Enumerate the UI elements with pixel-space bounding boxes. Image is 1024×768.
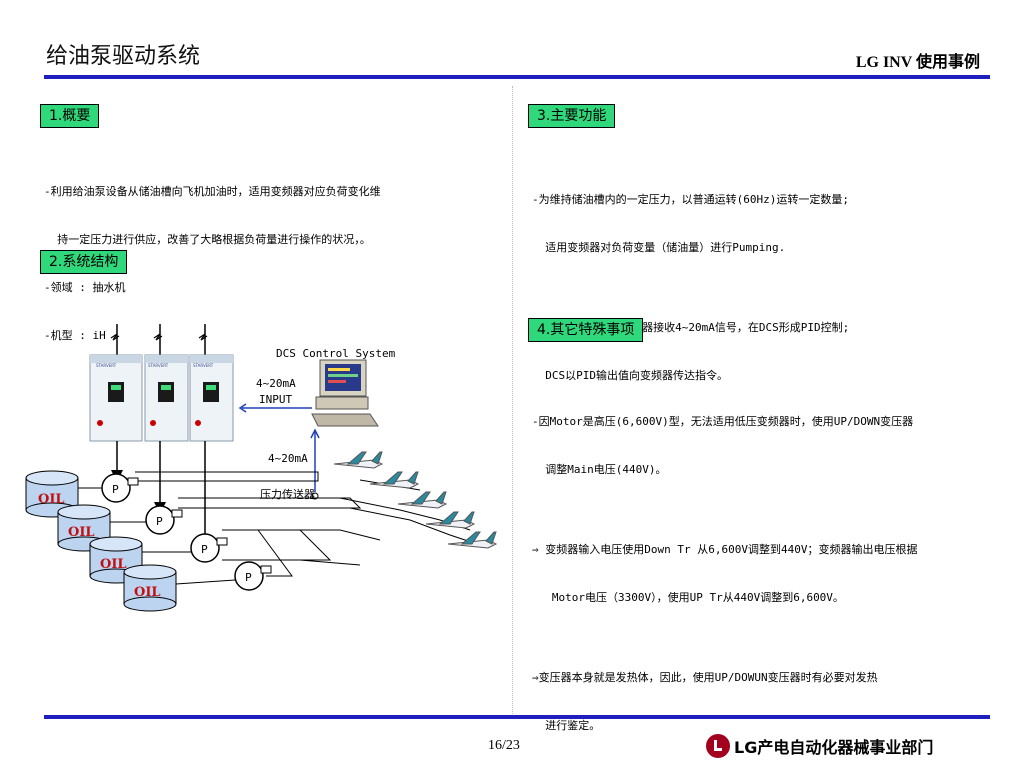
power-supply-lines	[110, 324, 208, 355]
airplane-icon	[397, 491, 448, 509]
pressure-sensor-icon	[311, 492, 319, 500]
page-title: 给油泵驱动系统	[46, 44, 201, 69]
section-1-body: -利用给油泵设备从储油槽向飞机加油时，适用变频器对应负荷变化维 持一定压力进行供…	[44, 152, 381, 360]
pump-2: P	[145, 505, 183, 535]
pump-4: P	[234, 561, 272, 591]
input-label-1: 4~20mA	[256, 377, 296, 390]
airplane-icon	[425, 511, 476, 529]
lg-logo-icon	[706, 734, 730, 758]
column-divider	[512, 86, 513, 714]
inverter-output-lines	[111, 441, 206, 540]
arrow-head	[238, 403, 247, 413]
sensor-label: 压力传送器	[260, 487, 315, 501]
brand-header: LG INV 使用事例	[855, 54, 980, 71]
section-3-line: DCS以PID输出值向变频器传达指令。	[532, 369, 728, 382]
pipeline	[135, 471, 481, 577]
department-label: LG产电自动化器械事业部门	[706, 734, 933, 758]
section-3-line: -为维持储油槽内的一定压力，以普通运转(60Hz)运转一定数量;	[532, 193, 849, 206]
pump-label: P	[112, 483, 119, 496]
section-3-line: 适用变频器对负荷变量（储油量）进行Pumping.	[532, 241, 786, 254]
section-4-line: 进行鉴定。	[532, 719, 601, 732]
pumps: P P P P	[101, 473, 272, 591]
oil-label: OIL	[100, 557, 127, 572]
section-1-line: -领域 : 抽水机	[44, 281, 126, 294]
input-label-2: INPUT	[259, 393, 292, 406]
section-3-body: -为维持储油槽内的一定压力，以普通运转(60Hz)运转一定数量; 适用变频器对负…	[532, 160, 849, 400]
dcs-computer	[311, 359, 379, 427]
oil-label: OIL	[68, 525, 95, 540]
inverter-1	[89, 354, 143, 442]
bottom-rule	[44, 715, 990, 719]
section-4-line: Motor电压（3300V），使用UP Tr从440V调整到6,600V。	[532, 591, 844, 604]
dcs-label: DCS Control System	[276, 347, 396, 360]
section-3-heading: 3.主要功能	[528, 104, 616, 128]
airplane-icon	[447, 531, 498, 549]
section-1-heading: 1.概要	[40, 104, 100, 128]
section-1-line: -机型 : iH	[44, 329, 106, 342]
arrow-head	[310, 428, 320, 439]
section-4-heading: 4.其它特殊事项	[528, 318, 644, 342]
inverter-3	[189, 354, 234, 442]
section-4-line: ⇒ 变频器输入电压使用Down Tr 从6,600V调整到440V；变频器输出电…	[532, 543, 918, 556]
tank-pump-connectors	[78, 487, 236, 585]
section-4-line: -因Motor是高压(6,600V)型，无法适用低压变频器时，使用UP/DOWN…	[532, 415, 914, 428]
inverter-brand: STARVERT	[96, 363, 117, 368]
department-text: LG产电自动化器械事业部门	[734, 738, 934, 757]
pump-label: P	[156, 515, 163, 528]
pump-3: P	[190, 533, 228, 563]
inverter-2	[144, 354, 189, 442]
section-4-line: ⇒变压器本身就是发热体，因此，使用UP/DOWUN变压器时有必要对发热	[532, 671, 878, 684]
section-2-heading: 2.系统结构	[40, 250, 128, 274]
oil-tank-4: OIL	[123, 564, 177, 612]
pump-1: P	[101, 473, 139, 503]
section-4-line: 调整Main电压(440V)。	[532, 463, 667, 476]
section-1-line: -利用给油泵设备从储油槽向飞机加油时，适用变频器对应负荷变化维	[44, 185, 381, 198]
airplane-icon	[369, 471, 420, 489]
pump-label: P	[201, 543, 208, 556]
inverter-brand: STARVERT	[193, 363, 214, 368]
system-diagram: STARVERT STARVERT STARVERT DCS Control S…	[25, 324, 498, 612]
section-4-body: -因Motor是高压(6,600V)型，无法适用低压变频器时，使用UP/DOWN…	[532, 382, 917, 750]
top-rule	[44, 75, 990, 79]
pump-label: P	[245, 571, 252, 584]
page-number: 16/23	[488, 738, 520, 753]
oil-label: OIL	[38, 492, 65, 507]
oil-tanks: OIL OIL OIL OIL	[25, 470, 177, 612]
airplane-icon	[333, 451, 384, 469]
section-1-line: 持一定压力进行供应，改善了大略根据负荷量进行操作的状况，。	[44, 233, 371, 246]
ma-label: 4~20mA	[268, 452, 308, 465]
oil-label: OIL	[134, 585, 161, 600]
airplanes	[333, 451, 498, 549]
inverter-units: STARVERT STARVERT STARVERT	[89, 354, 234, 442]
inverter-brand: STARVERT	[148, 363, 169, 368]
